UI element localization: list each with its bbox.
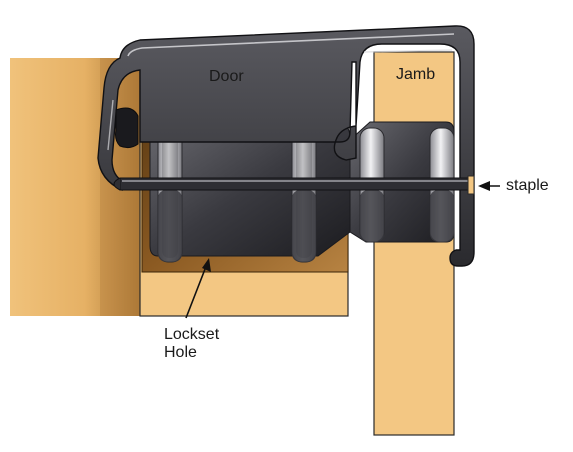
guard-bar [113, 177, 471, 191]
staple-head [467, 175, 475, 195]
door-label: Door [209, 68, 244, 85]
staple-label: staple [506, 177, 549, 194]
jamb-body [373, 51, 455, 436]
staple-arrow [478, 181, 500, 191]
lockset-arrow [185, 258, 211, 319]
door-guard [97, 25, 475, 267]
lockset-label-line1: Lockset [164, 326, 220, 343]
jamb-label: Jamb [396, 66, 436, 83]
lockset-label-line2: Hole [164, 344, 197, 361]
